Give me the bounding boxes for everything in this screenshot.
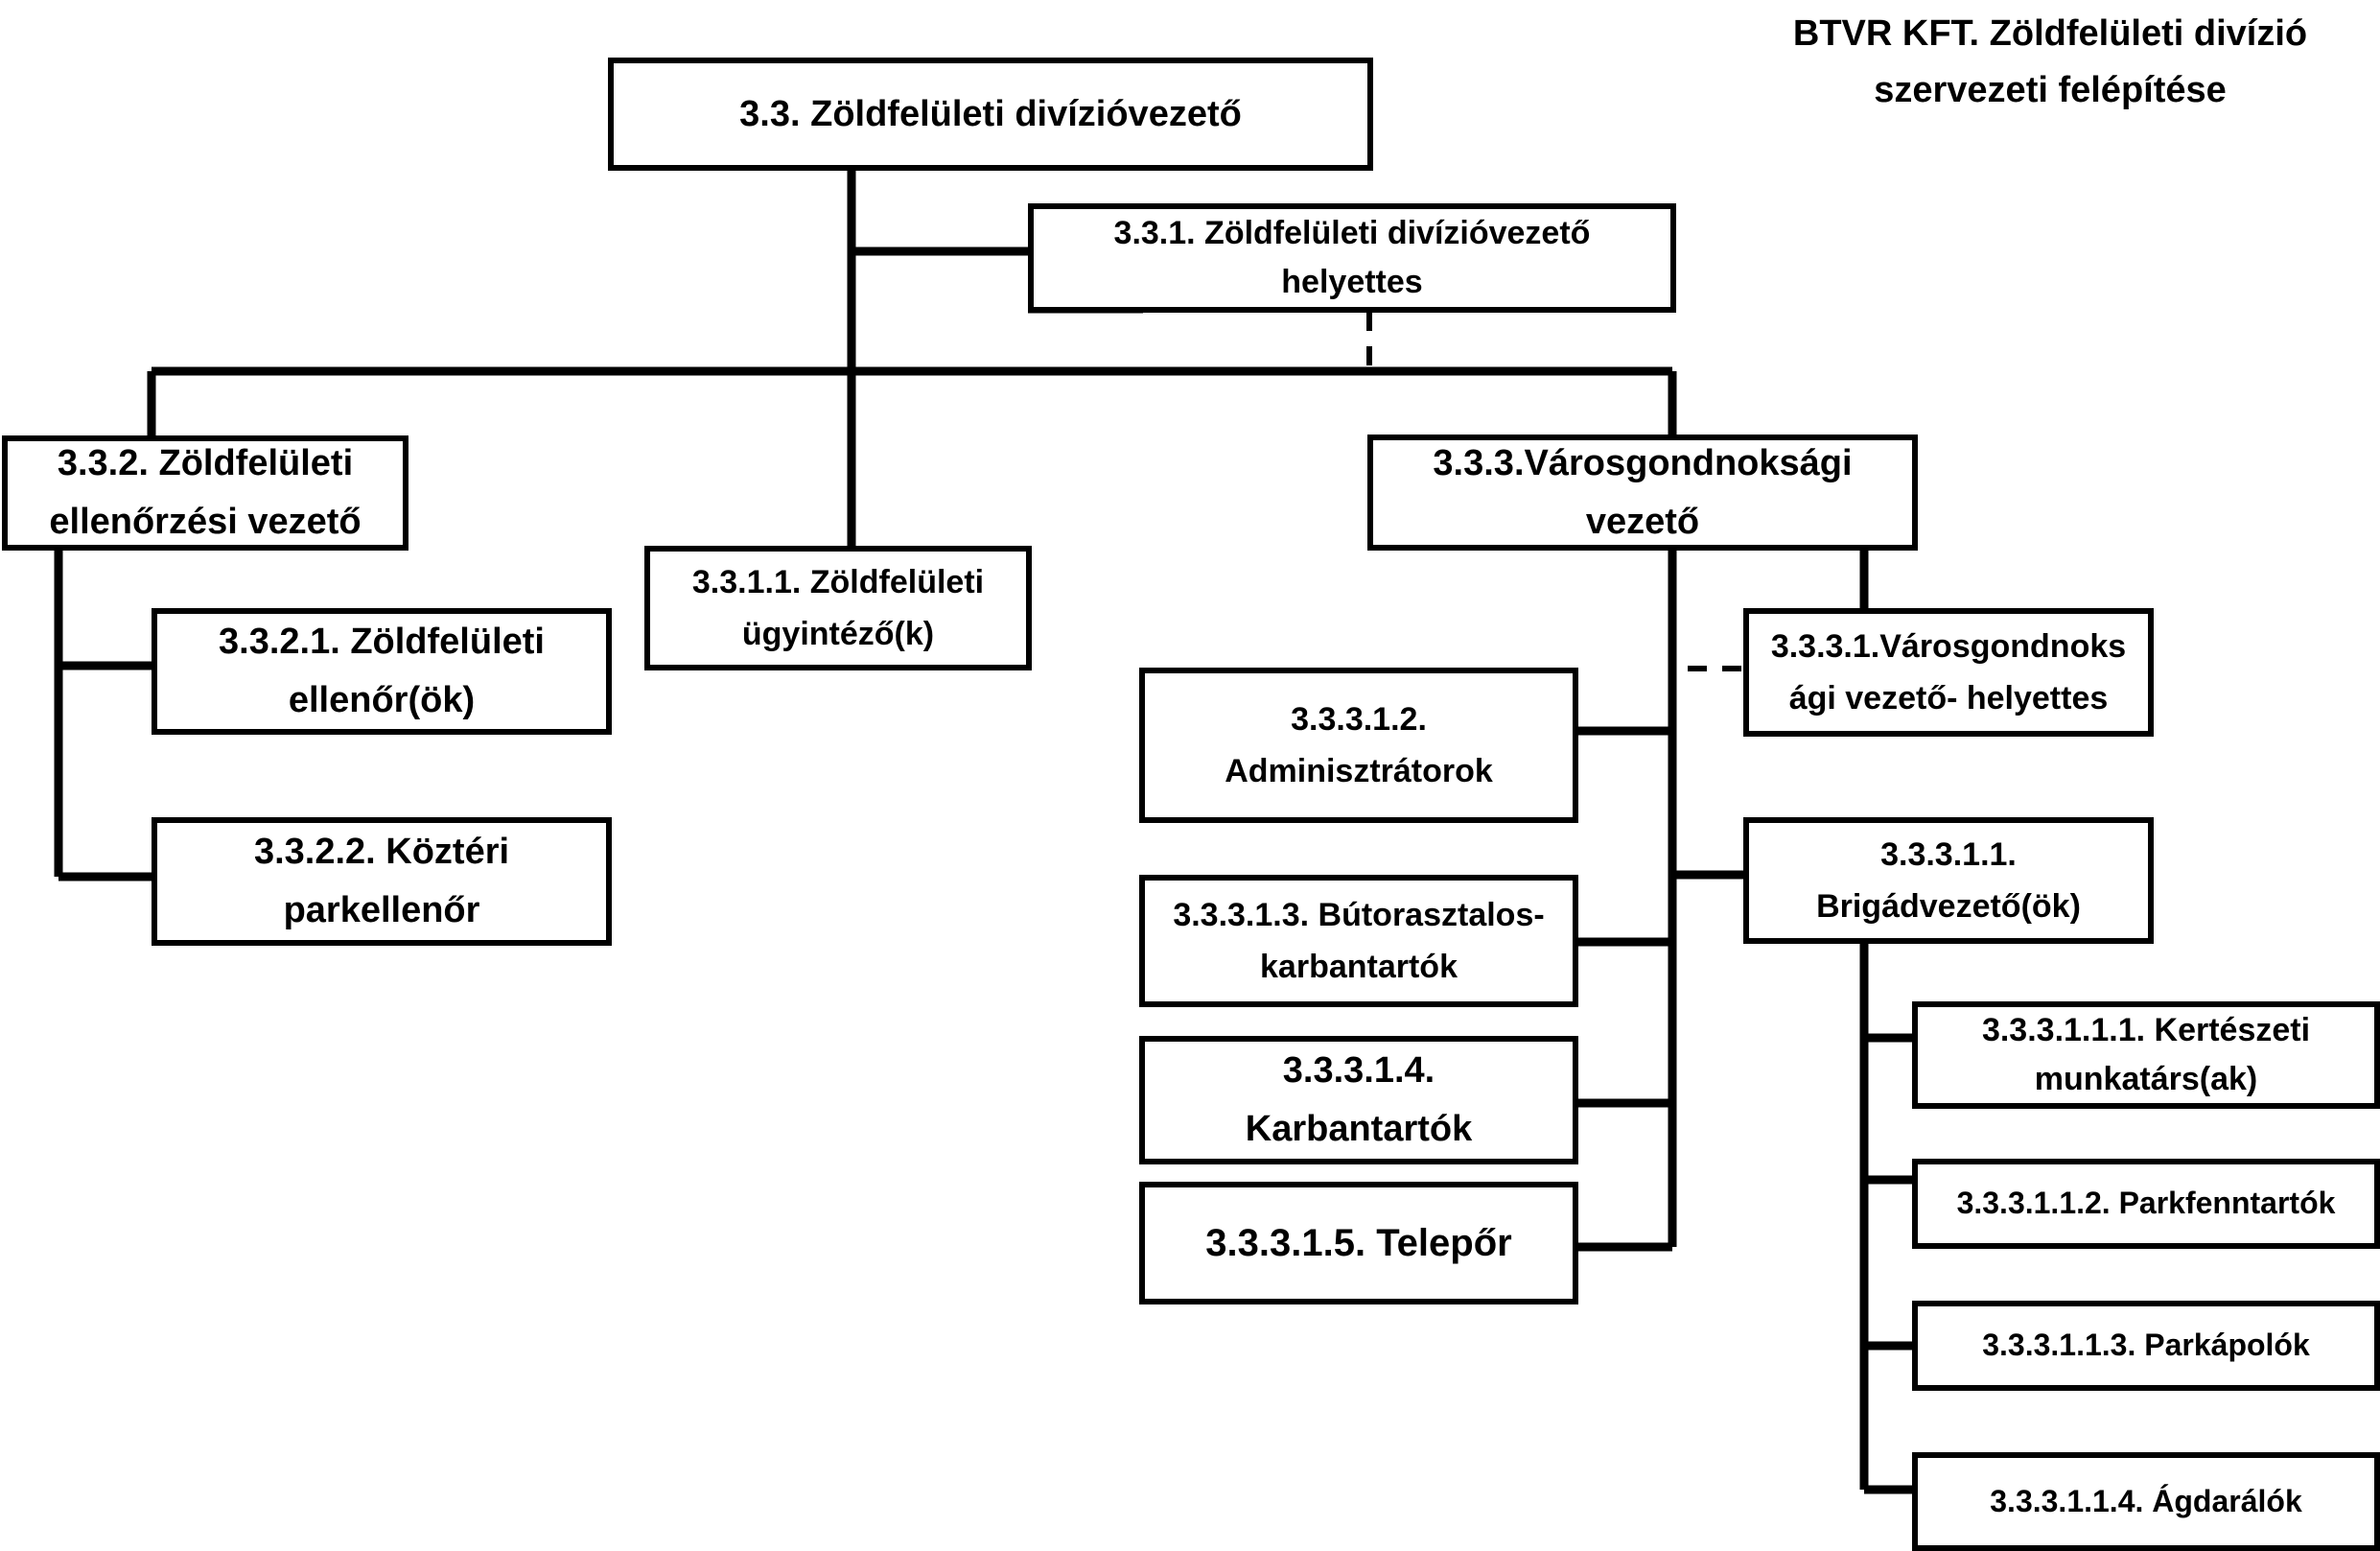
node-label: 3.3.3.1.1.3. Parkápolók [1982, 1328, 2310, 1363]
node-label: 3.3.2.1. Zöldfelületi ellenőr(ök) [219, 622, 545, 720]
node-label: 3.3.1. Zöldfelületi divízióvezető helyet… [1113, 215, 1591, 300]
node-label: 3.3.3.1.1.1. Kertészeti munkatárs(ak) [1981, 1012, 2311, 1097]
node-label: 3.3.3.Városgondnoksági vezető [1433, 442, 1853, 542]
node-3-3-3-city-management-head: 3.3.3.Városgondnoksági vezető [1367, 435, 1918, 551]
node-label: 3.3.3.1.1.4. Ágdarálók [1990, 1483, 2302, 1518]
node-3-3-1-deputy-head: 3.3.1. Zöldfelületi divízióvezető helyet… [1028, 203, 1676, 313]
node-3-3-3-1-1-brigade-leaders: 3.3.3.1.1. Brigádvezető(ök) [1743, 817, 2154, 944]
node-label: 3.3.3.1.3. Bútorasztalos- karbantartók [1173, 896, 1545, 985]
node-3-3-2-inspection-head: 3.3.2. Zöldfelületi ellenőrzési vezető [2, 435, 408, 551]
node-label: 3.3. Zöldfelületi divízióvezető [739, 93, 1242, 134]
node-label: 3.3.3.1.Városgondnoks ági vezető- helyet… [1770, 627, 2127, 717]
node-3-3-2-2-park-inspector: 3.3.2.2. Köztéri parkellenőr [152, 817, 612, 946]
node-3-3-3-1-1-3-park-caretakers: 3.3.3.1.1.3. Parkápolók [1912, 1301, 2380, 1391]
node-label: 3.3.3.1.2. Adminisztrátorok [1225, 700, 1493, 789]
node-label: 3.3.2.2. Köztéri parkellenőr [253, 832, 510, 930]
node-3-3-3-1-2-administrators: 3.3.3.1.2. Adminisztrátorok [1139, 668, 1578, 823]
node-label: 3.3.1.1. Zöldfelületi ügyintéző(k) [691, 563, 985, 652]
diagram-title: BTVR KFT. Zöldfelületi divízió szervezet… [1792, 13, 2308, 110]
node-label: 3.3.3.1.4. Karbantartók [1245, 1050, 1473, 1149]
node-3-3-3-1-1-1-gardeners: 3.3.3.1.1.1. Kertészeti munkatárs(ak) [1912, 1001, 2380, 1109]
node-3-3-3-1-deputy-head: 3.3.3.1.Városgondnoks ági vezető- helyet… [1743, 608, 2154, 737]
node-3-3-3-1-4-maintenance: 3.3.3.1.4. Karbantartók [1139, 1036, 1578, 1164]
node-3-3-1-1-administrators: 3.3.1.1. Zöldfelületi ügyintéző(k) [644, 546, 1032, 670]
node-3-3-3-1-1-4-branch-chippers: 3.3.3.1.1.4. Ágdarálók [1912, 1452, 2380, 1551]
node-3-3-2-1-inspectors: 3.3.2.1. Zöldfelületi ellenőr(ök) [152, 608, 612, 735]
node-3-3-3-1-3-carpenters: 3.3.3.1.3. Bútorasztalos- karbantartók [1139, 875, 1578, 1007]
node-3-3-division-head: 3.3. Zöldfelületi divízióvezető [608, 58, 1373, 171]
node-3-3-3-1-1-2-park-keepers: 3.3.3.1.1.2. Parkfenntartók [1912, 1159, 2380, 1249]
node-3-3-3-1-5-site-guard: 3.3.3.1.5. Telepőr [1139, 1182, 1578, 1304]
node-label: 3.3.3.1.1. Brigádvezető(ök) [1816, 835, 2081, 925]
node-label: 3.3.3.1.1.2. Parkfenntartók [1956, 1186, 2336, 1221]
node-label: 3.3.2. Zöldfelületi ellenőrzési vezető [49, 443, 362, 542]
node-label: 3.3.3.1.5. Telepőr [1205, 1222, 1512, 1264]
